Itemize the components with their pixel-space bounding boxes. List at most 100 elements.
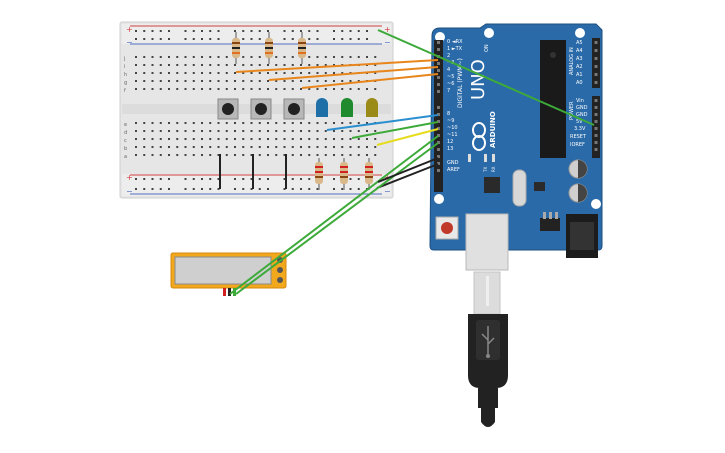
header-pin[interactable] xyxy=(437,48,440,51)
breadboard-hole[interactable] xyxy=(201,88,203,90)
breadboard-hole[interactable] xyxy=(300,122,302,124)
breadboard-hole[interactable] xyxy=(151,130,154,132)
breadboard-hole[interactable] xyxy=(184,146,187,148)
breadboard-hole[interactable] xyxy=(283,38,286,40)
wire-orange-1[interactable] xyxy=(235,59,439,73)
breadboard-hole[interactable] xyxy=(184,64,187,66)
breadboard-hole[interactable] xyxy=(258,56,261,58)
breadboard-hole[interactable] xyxy=(267,188,269,190)
resistor-top-1[interactable] xyxy=(232,32,240,64)
breadboard-hole[interactable] xyxy=(250,154,253,156)
breadboard-hole[interactable] xyxy=(258,38,261,40)
breadboard-hole[interactable] xyxy=(333,138,335,140)
breadboard-hole[interactable] xyxy=(217,64,220,66)
breadboard-hole[interactable] xyxy=(250,146,253,148)
breadboard-hole[interactable] xyxy=(217,188,220,190)
breadboard-hole[interactable] xyxy=(275,146,278,148)
breadboard-hole[interactable] xyxy=(217,56,220,58)
breadboard-hole[interactable] xyxy=(143,38,146,40)
breadboard-hole[interactable] xyxy=(275,64,278,66)
breadboard-hole[interactable] xyxy=(258,64,261,66)
breadboard-hole[interactable] xyxy=(209,154,212,156)
breadboard-hole[interactable] xyxy=(357,138,360,140)
breadboard-hole[interactable] xyxy=(176,64,179,66)
breadboard-hole[interactable] xyxy=(341,146,344,148)
breadboard-hole[interactable] xyxy=(357,80,360,82)
breadboard-hole[interactable] xyxy=(258,72,261,74)
breadboard-hole[interactable] xyxy=(250,56,253,58)
header-pin[interactable] xyxy=(437,141,440,144)
breadboard-hole[interactable] xyxy=(275,80,278,82)
breadboard-hole[interactable] xyxy=(308,154,311,156)
breadboard-hole[interactable] xyxy=(159,138,162,140)
resistor-bottom-1[interactable] xyxy=(315,158,323,190)
breadboard-hole[interactable] xyxy=(184,38,187,40)
breadboard-hole[interactable] xyxy=(192,188,195,190)
breadboard-hole[interactable] xyxy=(168,72,170,74)
breadboard-hole[interactable] xyxy=(275,56,278,58)
header-pin[interactable] xyxy=(437,69,440,72)
breadboard-hole[interactable] xyxy=(275,122,278,124)
breadboard-hole[interactable] xyxy=(308,80,311,82)
header-pin[interactable] xyxy=(594,120,598,123)
breadboard-hole[interactable] xyxy=(333,38,335,40)
breadboard-hole[interactable] xyxy=(291,56,294,58)
breadboard-hole[interactable] xyxy=(159,38,162,40)
breadboard-hole[interactable] xyxy=(341,188,344,190)
breadboard-hole[interactable] xyxy=(250,188,253,190)
breadboard-hole[interactable] xyxy=(349,122,352,124)
breadboard-hole[interactable] xyxy=(267,122,269,124)
breadboard-hole[interactable] xyxy=(151,72,154,74)
breadboard-hole[interactable] xyxy=(308,130,311,132)
breadboard-hole[interactable] xyxy=(308,146,311,148)
breadboard-hole[interactable] xyxy=(234,88,236,90)
pushbutton-2[interactable] xyxy=(250,98,272,120)
breadboard-hole[interactable] xyxy=(316,88,319,90)
breadboard-hole[interactable] xyxy=(225,88,228,90)
breadboard-hole[interactable] xyxy=(275,88,278,90)
breadboard-hole[interactable] xyxy=(143,56,146,58)
header-pin[interactable] xyxy=(594,49,598,52)
breadboard-hole[interactable] xyxy=(366,30,368,32)
breadboard-hole[interactable] xyxy=(341,80,344,82)
breadboard-hole[interactable] xyxy=(192,38,195,40)
breadboard-hole[interactable] xyxy=(242,138,245,140)
breadboard-hole[interactable] xyxy=(333,188,335,190)
breadboard-hole[interactable] xyxy=(135,64,137,66)
header-pin[interactable] xyxy=(594,99,598,102)
breadboard-hole[interactable] xyxy=(151,80,154,82)
breadboard-hole[interactable] xyxy=(242,122,245,124)
breadboard-hole[interactable] xyxy=(291,38,294,40)
breadboard-hole[interactable] xyxy=(341,138,344,140)
header-pin[interactable] xyxy=(437,113,440,116)
breadboard-hole[interactable] xyxy=(357,130,360,132)
breadboard-hole[interactable] xyxy=(192,64,195,66)
breadboard-hole[interactable] xyxy=(192,30,195,32)
resistor-bottom-2[interactable] xyxy=(340,158,348,190)
breadboard-hole[interactable] xyxy=(209,130,212,132)
breadboard-hole[interactable] xyxy=(291,88,294,90)
breadboard-hole[interactable] xyxy=(275,72,278,74)
breadboard-hole[interactable] xyxy=(357,188,360,190)
breadboard-hole[interactable] xyxy=(225,138,228,140)
breadboard-hole[interactable] xyxy=(234,146,236,148)
breadboard-hole[interactable] xyxy=(308,38,311,40)
breadboard-hole[interactable] xyxy=(159,30,162,32)
breadboard-hole[interactable] xyxy=(176,154,179,156)
breadboard-hole[interactable] xyxy=(349,30,352,32)
breadboard-hole[interactable] xyxy=(357,56,360,58)
breadboard-hole[interactable] xyxy=(374,56,377,58)
breadboard-hole[interactable] xyxy=(333,122,335,124)
breadboard-hole[interactable] xyxy=(341,30,344,32)
breadboard-hole[interactable] xyxy=(308,138,311,140)
breadboard-hole[interactable] xyxy=(250,122,253,124)
breadboard-hole[interactable] xyxy=(192,138,195,140)
breadboard-hole[interactable] xyxy=(324,72,327,74)
breadboard-hole[interactable] xyxy=(151,154,154,156)
breadboard-hole[interactable] xyxy=(374,154,377,156)
breadboard-hole[interactable] xyxy=(316,64,319,66)
breadboard-hole[interactable] xyxy=(316,130,319,132)
breadboard-hole[interactable] xyxy=(291,138,294,140)
header-pin[interactable] xyxy=(437,169,440,172)
breadboard-hole[interactable] xyxy=(151,88,154,90)
